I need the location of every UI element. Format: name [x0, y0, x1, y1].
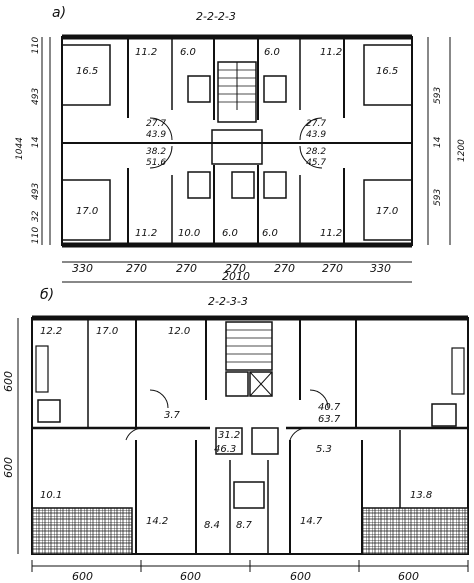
plan-a-loggia-se — [363, 179, 413, 241]
room-area: 6.0 — [180, 47, 196, 58]
plan-a-kitchen — [263, 75, 287, 103]
dimension-label: 110 — [31, 227, 41, 244]
room-area: 11.2 — [320, 228, 342, 239]
dimension-label: 14 — [433, 136, 443, 148]
room-area: 16.5 — [376, 66, 398, 77]
apartment-area: 43.9 — [146, 130, 166, 140]
plan-b-stair — [225, 321, 273, 397]
room-area: 14.2 — [146, 516, 168, 527]
plan-b: б) 2-2-3-3 — [2, 287, 469, 583]
dimension-label: 493 — [31, 183, 41, 200]
dimension-label: 110 — [31, 37, 41, 54]
room-area: 8.4 — [204, 520, 220, 531]
dimension-label: 270 — [274, 262, 295, 275]
apartment-area: 46.3 — [214, 444, 236, 455]
plan-b-kitchen — [251, 427, 279, 455]
room-area: 17.0 — [96, 326, 118, 337]
plan-a-code: 2-2-2-3 — [196, 10, 236, 23]
plan-b-kitchen — [215, 427, 243, 455]
room-area: 16.5 — [76, 66, 98, 77]
plan-a-door-arc — [149, 145, 173, 169]
apartment-area: 27.7 — [306, 119, 326, 129]
plan-a: а) 2-2-2-3 — [15, 5, 467, 283]
dimension-label: 600 — [180, 570, 201, 583]
room-area: 11.2 — [135, 47, 157, 58]
dimension-label: 600 — [2, 371, 15, 392]
room-area: 5.3 — [316, 444, 332, 455]
dimension-label: 593 — [433, 189, 443, 206]
room-area: 12.2 — [40, 326, 62, 337]
room-area: 6.0 — [222, 228, 238, 239]
dimension-label: 600 — [398, 570, 419, 583]
plan-b-door-arc — [149, 389, 169, 409]
plan-b-code: 2-2-3-3 — [208, 295, 248, 308]
plan-a-loggia-nw — [61, 44, 111, 106]
total-width-label: 2010 — [222, 270, 250, 283]
room-area: 40.7 — [318, 402, 341, 413]
plan-b-loggia-right — [361, 507, 469, 555]
plan-a-door-arc — [299, 117, 323, 141]
dimension-label: 32 — [31, 210, 41, 222]
plan-a-loggia-sw — [61, 179, 111, 241]
room-area: 14.7 — [300, 516, 323, 527]
plan-b-label: б) — [40, 287, 54, 303]
plan-b-door-arc — [125, 427, 145, 441]
room-area: 11.2 — [320, 47, 342, 58]
plan-b-kitchen-counter — [35, 345, 49, 393]
plan-a-kitchen — [263, 171, 287, 199]
apartment-area: 38.2 — [146, 147, 166, 157]
room-area: 8.7 — [236, 520, 253, 531]
plan-a-bath — [231, 171, 255, 199]
dimension-label: 600 — [2, 457, 15, 478]
plan-a-label: а) — [52, 5, 66, 21]
dimension-label: 270 — [176, 262, 197, 275]
room-area: 3.7 — [164, 410, 181, 421]
apartment-area: 27.7 — [146, 119, 166, 129]
apartment-area: 43.9 — [306, 130, 326, 140]
total-height-label: 1200 — [457, 139, 467, 162]
plan-a-loggia-ne — [363, 44, 413, 106]
room-area: 6.0 — [262, 228, 278, 239]
plan-a-door-arc — [149, 117, 173, 141]
dimension-label: 270 — [225, 262, 246, 275]
plan-b-bath — [37, 399, 61, 423]
room-area: 11.2 — [135, 228, 157, 239]
dimension-label: 600 — [290, 570, 311, 583]
dimension-label: 600 — [72, 570, 93, 583]
total-height-label: 1044 — [15, 137, 25, 160]
plan-b-loggia-left — [31, 507, 133, 555]
plan-b-kitchen-counter — [451, 347, 465, 395]
apartment-area: 31.2 — [218, 430, 240, 441]
room-area: 10.0 — [178, 228, 200, 239]
dimension-label: 14 — [31, 136, 41, 148]
dimension-label: 330 — [72, 262, 93, 275]
room-area: 17.0 — [76, 206, 98, 217]
plan-a-stair — [217, 61, 257, 123]
plan-a-door-arc — [299, 145, 323, 169]
plan-b-bath — [233, 481, 265, 509]
plan-b-door-arc — [289, 427, 309, 441]
plan-a-lobby — [211, 129, 263, 165]
room-area: 12.0 — [168, 326, 190, 337]
dimension-label: 270 — [126, 262, 147, 275]
dimension-label: 593 — [433, 87, 443, 104]
apartment-area: 28.2 — [306, 147, 326, 157]
room-area: 13.8 — [410, 490, 432, 501]
room-area: 10.1 — [40, 490, 62, 501]
room-area: 63.7 — [318, 414, 341, 425]
dimension-label: 493 — [31, 88, 41, 105]
apartment-area: 51.6 — [146, 158, 166, 168]
dimension-label: 270 — [322, 262, 343, 275]
plan-b-bath — [431, 403, 457, 427]
plan-a-kitchen — [187, 171, 211, 199]
dimension-label: 330 — [370, 262, 391, 275]
apartment-area: 45.7 — [306, 158, 326, 168]
room-area: 6.0 — [264, 47, 280, 58]
room-area: 17.0 — [376, 206, 398, 217]
plan-b-door-arc — [309, 389, 329, 409]
plan-a-kitchen — [187, 75, 211, 103]
